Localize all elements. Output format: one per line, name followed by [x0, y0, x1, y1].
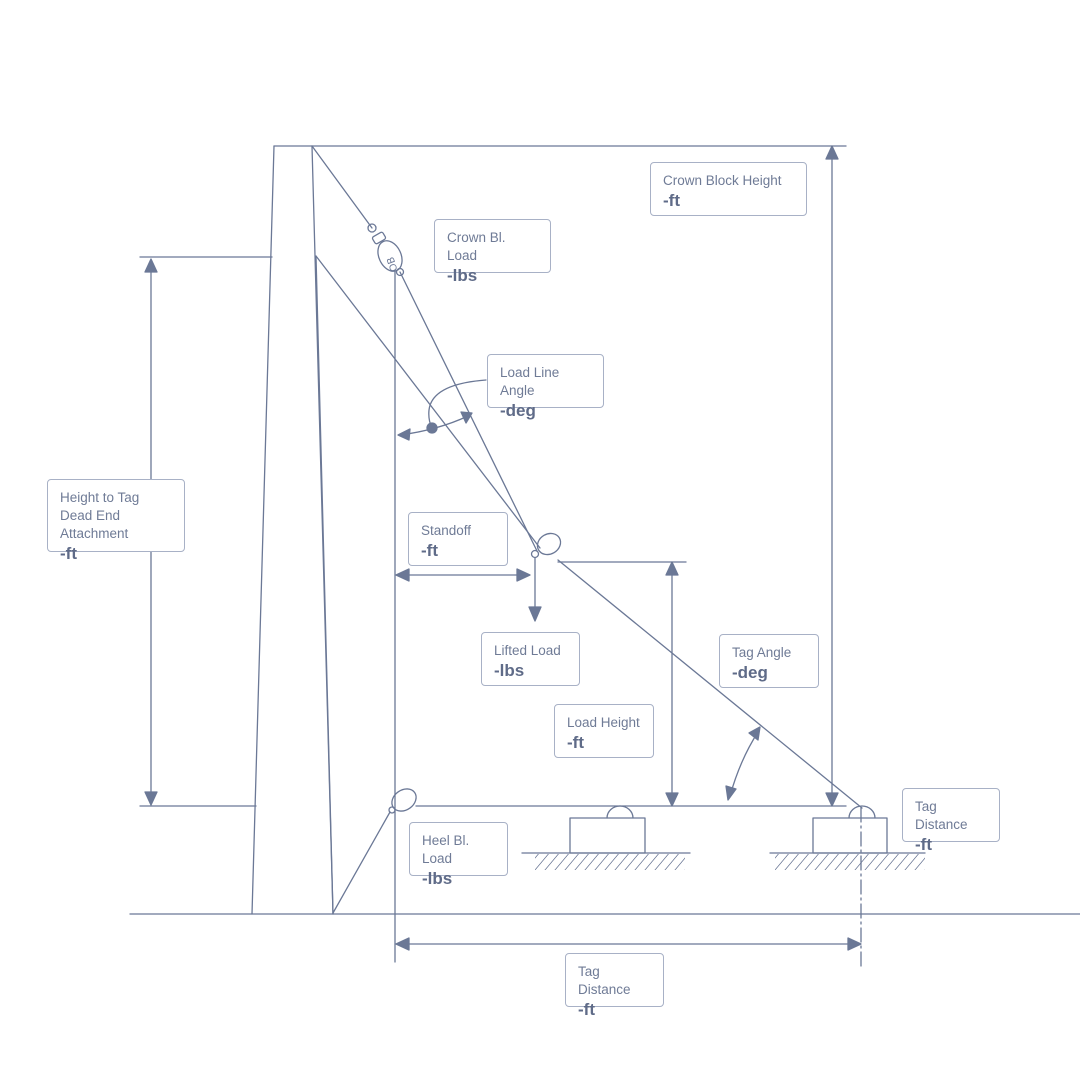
label-value: -ft: [578, 1000, 595, 1019]
load-line: [399, 271, 538, 552]
standoff-label: Standoff -ft: [408, 512, 508, 566]
svg-text:ꓭO: ꓭO: [383, 256, 398, 274]
label-title: Tag Distance: [578, 964, 631, 997]
label-title: Tag Distance: [915, 799, 968, 832]
boom-line: [311, 145, 373, 229]
tag-line-lower: [557, 559, 863, 809]
label-value: -lbs: [447, 266, 478, 285]
standoff-dimension: [395, 568, 531, 582]
heel-block-icon: [332, 788, 847, 914]
load-height-label: Load Height -ft: [554, 704, 654, 758]
crown-block-icon: ꓭO: [367, 223, 405, 277]
label-value: -ft: [663, 191, 680, 210]
label-title: Lifted Load: [494, 643, 561, 658]
tag-angle-indicator: [725, 726, 761, 801]
heel-block-load-label: Heel Bl. Load -lbs: [409, 822, 508, 888]
label-value: -lbs: [422, 869, 453, 888]
height-to-tag-label: Height to Tag Dead End Attachment -ft: [47, 479, 185, 563]
label-title: Tag Angle: [732, 645, 792, 660]
load-line-angle-indicator: [397, 379, 487, 441]
label-value: -ft: [915, 835, 932, 854]
label-title: Load Height: [567, 715, 640, 730]
load-block-icon: [528, 532, 562, 622]
tag-distance-bottom-label: Tag Distance -ft: [565, 953, 664, 1019]
load-height-dimension: [665, 561, 679, 807]
pole: [251, 145, 334, 915]
label-title: Crown Bl. Load: [447, 230, 506, 263]
label-value: -ft: [567, 733, 584, 752]
load-line-angle-label: Load Line Angle -deg: [487, 354, 604, 420]
label-value: -deg: [732, 663, 768, 682]
label-title: Heel Bl. Load: [422, 833, 470, 866]
tag-angle-label: Tag Angle -deg: [719, 634, 819, 688]
label-value: -lbs: [494, 661, 525, 680]
load-pad-left: [521, 805, 691, 870]
label-title: Load Line Angle: [500, 365, 560, 398]
label-title: Crown Block Height: [663, 173, 782, 188]
tag-distance-dimension: [395, 937, 862, 951]
load-pad-right: [769, 805, 926, 967]
label-value: -ft: [421, 541, 438, 560]
tag-distance-right-label: Tag Distance -ft: [902, 788, 1000, 854]
crown-block-height-label: Crown Block Height -ft: [650, 162, 807, 216]
label-title: Height to Tag Dead End Attachment: [60, 490, 140, 541]
tag-line: [315, 255, 541, 549]
label-title: Standoff: [421, 523, 472, 538]
crown-block-load-label: Crown Bl. Load -lbs: [434, 219, 551, 285]
label-value: -ft: [60, 544, 77, 563]
label-value: -deg: [500, 401, 536, 420]
crown-block-height-dimension: [825, 145, 839, 807]
lifted-load-label: Lifted Load -lbs: [481, 632, 580, 686]
